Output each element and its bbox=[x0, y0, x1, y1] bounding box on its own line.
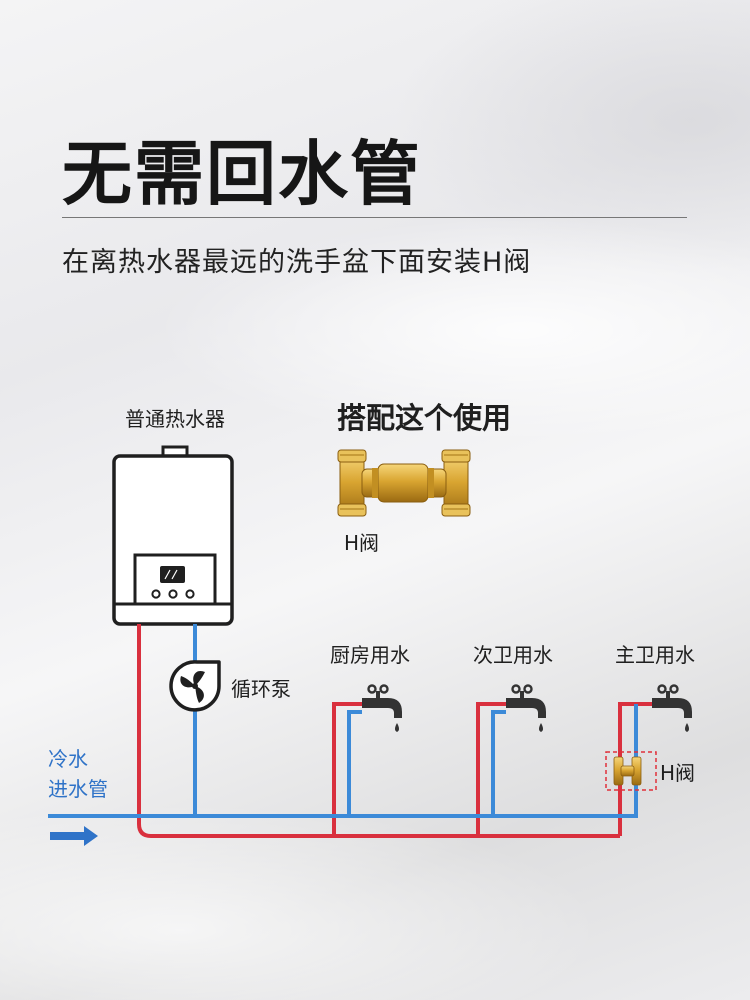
tap-label-kitchen: 厨房用水 bbox=[330, 643, 410, 667]
h-valve-small-icon bbox=[605, 751, 657, 791]
pump-label: 循环泵 bbox=[231, 677, 291, 701]
heater-knob bbox=[151, 589, 161, 599]
faucet-icon bbox=[652, 684, 692, 732]
h-valve-small-label: H阀 bbox=[660, 761, 695, 785]
circulation-pump-icon bbox=[169, 660, 221, 712]
heater-label: 普通热水器 bbox=[125, 407, 225, 431]
cold-inlet-label-line1: 冷水 bbox=[48, 747, 88, 771]
cold-water-pipe bbox=[48, 624, 638, 818]
tap-label-second-bath: 次卫用水 bbox=[473, 643, 553, 667]
title-divider bbox=[62, 217, 687, 218]
water-heater bbox=[112, 445, 234, 626]
tap-label-master-bath: 主卫用水 bbox=[615, 643, 695, 667]
page-title: 无需回水管 bbox=[62, 133, 422, 215]
heater-display bbox=[160, 566, 185, 583]
faucet-icon bbox=[362, 684, 402, 732]
page-subtitle: 在离热水器最远的洗手盆下面安装H阀 bbox=[62, 247, 532, 278]
h-valve-product-icon bbox=[337, 449, 471, 517]
h-valve-label: H阀 bbox=[344, 531, 379, 555]
inlet-arrow-icon bbox=[50, 826, 98, 846]
pair-use-heading: 搭配这个使用 bbox=[337, 401, 511, 435]
faucet-icon bbox=[506, 684, 546, 732]
hot-water-pipe bbox=[137, 624, 652, 838]
cold-inlet-label-line2: 进水管 bbox=[48, 777, 108, 801]
